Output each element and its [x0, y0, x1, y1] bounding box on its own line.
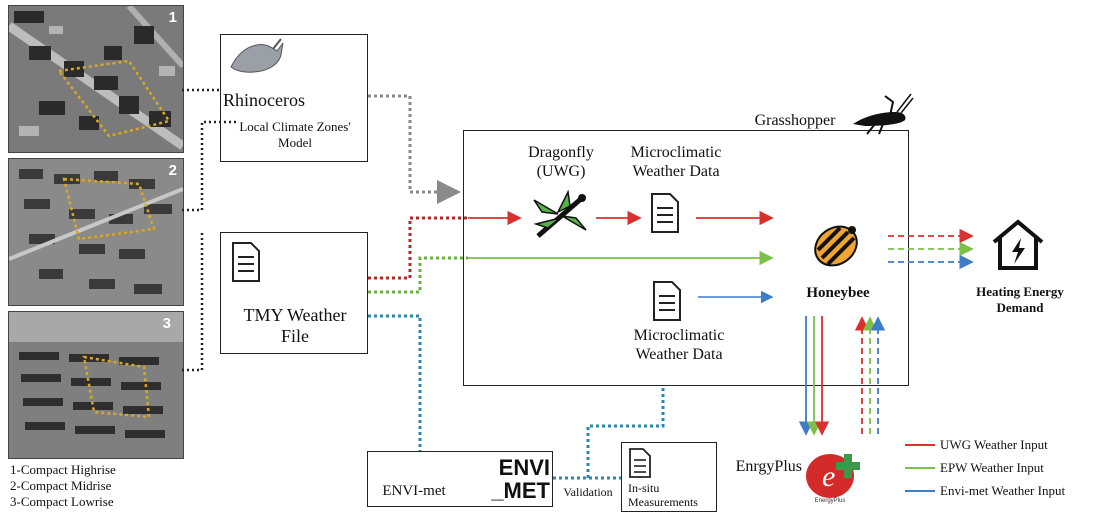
rhino-to-grasshopper-connector: [368, 94, 461, 204]
in-situ-line2: Measurements: [628, 495, 698, 509]
microclimatic-weather-data-bottom-label: Microclimatic Weather Data: [616, 326, 742, 364]
tmy-label-line2: File: [280, 326, 309, 346]
envimet-logo-bottom: _MET: [491, 478, 550, 503]
grasshopper-label: Grasshopper: [754, 112, 836, 129]
tmy-uwg-dotted-connector: [368, 216, 468, 280]
rhinoceros-subtitle-line2: Model: [278, 135, 312, 150]
energyplus-logo-icon: e EnergyPlus: [806, 454, 860, 504]
rhinoceros-box: Rhinoceros Local Climate Zones' Model: [220, 34, 368, 162]
envimet-to-grasshopper-connector: [586, 388, 665, 478]
document-icon: [629, 448, 651, 478]
document-icon: [651, 193, 679, 233]
legend-label-epw: EPW Weather Input: [940, 460, 1044, 475]
validation-label: Validation: [563, 485, 613, 499]
aerial-image-compact-midrise: 2: [8, 158, 184, 306]
rhinoceros-subtitle-line1: Local Climate Zones': [239, 119, 351, 134]
document-icon: [653, 281, 681, 321]
aerial-number-1: 1: [168, 9, 177, 26]
aerial-photo-1: [9, 6, 183, 152]
grasshopper-insect-icon: [853, 93, 914, 135]
aerial-photo-3: [9, 312, 183, 458]
legend-line-envimet: [905, 490, 935, 492]
svg-text:e: e: [822, 460, 835, 493]
energyplus-label: EnrgyPlus: [735, 458, 802, 475]
aerial-photo-2: [9, 159, 183, 305]
legend-line-epw: [905, 467, 935, 469]
zone-legend-item: 1-Compact Highrise: [10, 462, 116, 477]
microclimatic-weather-data-top-label: Microclimatic Weather Data: [618, 143, 734, 181]
rhinoceros-title: Rhinoceros: [223, 90, 305, 110]
dragonfly-icon: [533, 190, 587, 238]
legend-label-uwg: UWG Weather Input: [940, 437, 1048, 452]
honeybee-label: Honeybee: [806, 285, 870, 301]
legend-label-envimet: Envi-met Weather Input: [940, 483, 1066, 498]
document-icon: [232, 242, 260, 282]
tmy-epw-dotted-connector: [368, 256, 468, 294]
in-situ-label: In-situ Measurements: [628, 481, 718, 509]
aerial-to-rhino-dotted-connector: [182, 88, 236, 372]
zone-legend-item: 2-Compact Midrise: [10, 478, 112, 493]
micro-top-line1: Microclimatic: [630, 144, 722, 161]
micro-bottom-line1: Microclimatic: [633, 327, 725, 344]
in-situ-line1: In-situ: [628, 481, 660, 495]
aerial-image-compact-lowrise: 3: [8, 311, 184, 459]
tmy-weather-file-box: TMY Weather File: [220, 232, 368, 354]
in-situ-measurements-box: In-situ Measurements: [621, 442, 717, 512]
dragonfly-label: Dragonfly (UWG): [518, 143, 604, 181]
energyplus-logo-text: EnergyPlus: [815, 498, 846, 504]
heating-energy-demand-label: Heating Energy Demand: [962, 284, 1078, 316]
zone-legend: 1-Compact Highrise 2-Compact Midrise 3-C…: [10, 462, 190, 510]
rhinoceros-subtitle: Local Climate Zones' Model: [221, 119, 369, 151]
envimet-logo: ENVI _MET: [460, 456, 550, 502]
tmy-label-line1: TMY Weather: [243, 305, 347, 325]
envimet-box: ENVI-met ENVI _MET: [367, 451, 553, 507]
honeybee-icon: [814, 225, 858, 267]
house-bolt-icon: [992, 219, 1044, 270]
micro-bottom-line2: Weather Data: [635, 346, 723, 363]
tmy-to-envimet-connector: [368, 314, 422, 451]
zone-legend-item: 3-Compact Lowrise: [10, 494, 114, 509]
envimet-label: ENVI-met: [382, 483, 446, 499]
dragonfly-label-line2: (UWG): [536, 163, 586, 180]
tmy-label: TMY Weather File: [221, 305, 369, 347]
envimet-logo-top: ENVI: [498, 455, 550, 480]
aerial-image-compact-highrise: 1: [8, 5, 184, 153]
rhinoceros-logo-icon: [230, 38, 284, 73]
micro-top-line2: Weather Data: [632, 163, 720, 180]
heating-line2: Demand: [996, 300, 1044, 315]
aerial-number-3: 3: [162, 315, 171, 332]
heating-line1: Heating Energy: [976, 284, 1064, 299]
legend-line-uwg: [905, 444, 935, 446]
dragonfly-label-line1: Dragonfly: [528, 144, 594, 161]
aerial-number-2: 2: [168, 162, 177, 179]
